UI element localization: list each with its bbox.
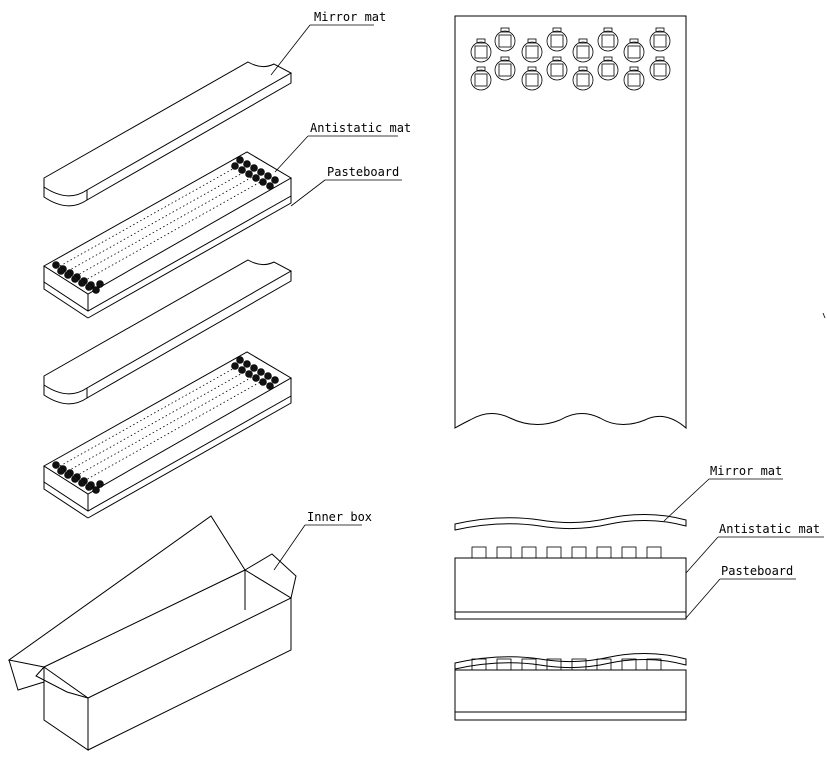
side-mirror-mat-1	[454, 513, 687, 531]
side-view-stack-1	[454, 513, 687, 620]
label-pasteboard-left: Pasteboard	[327, 165, 399, 179]
side-view-stack-2	[454, 652, 687, 721]
label-mirror-mat-left: Mirror mat	[314, 10, 386, 24]
tray-1-components	[52, 156, 279, 294]
label-mirror-mat-right: Mirror mat	[710, 464, 782, 478]
label-antistatic-mat-left: Antistatic mat	[310, 121, 411, 135]
label-inner-box: Inner box	[307, 510, 372, 524]
leader-lines	[270, 24, 824, 619]
side-pasteboard-2	[454, 711, 687, 721]
label-antistatic-mat-right: Antistatic mat	[719, 522, 820, 536]
stray-mark	[822, 312, 826, 319]
side-pasteboard-1	[454, 611, 687, 620]
component-tray-2	[43, 351, 292, 519]
component-tray-1	[43, 151, 292, 319]
side-antistatic-mat-2	[454, 669, 687, 713]
top-view-panel	[454, 15, 687, 430]
mirror-mat-sheet-2	[43, 259, 293, 405]
side-components-2	[471, 658, 662, 671]
mirror-mat-sheet-1	[43, 61, 293, 207]
side-components-1	[471, 546, 662, 559]
side-mirror-mat-2	[454, 652, 687, 670]
side-antistatic-mat-1	[454, 557, 687, 613]
tray-2-components	[52, 356, 279, 494]
top-view-components	[470, 27, 671, 91]
label-pasteboard-right: Pasteboard	[721, 564, 793, 578]
inner-box	[7, 515, 297, 751]
